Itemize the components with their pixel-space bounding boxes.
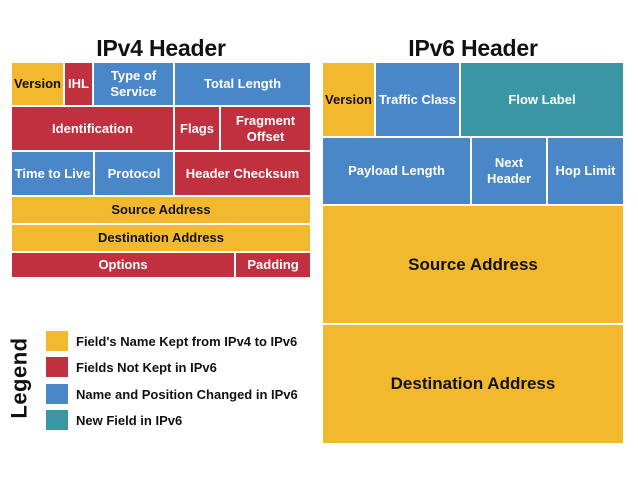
- legend-swatch-red: [46, 357, 68, 377]
- ipv6-payload-length: Payload Length: [322, 137, 471, 205]
- ipv6-traffic-class: Traffic Class: [375, 62, 460, 137]
- legend-title: Legend: [7, 337, 33, 419]
- legend-item-not-kept: Fields Not Kept in IPv6: [46, 357, 217, 377]
- legend-label: Name and Position Changed in IPv6: [76, 386, 298, 402]
- ipv4-header-checksum: Header Checksum: [174, 151, 311, 196]
- legend-item-new: New Field in IPv6: [46, 410, 182, 430]
- ipv4-ihl: IHL: [64, 62, 93, 106]
- ipv4-time-to-live: Time to Live: [11, 151, 94, 196]
- legend-label: New Field in IPv6: [76, 412, 183, 428]
- ipv4-options: Options: [11, 252, 235, 278]
- ipv6-version: Version: [322, 62, 375, 137]
- ipv4-padding: Padding: [235, 252, 311, 278]
- ipv6-hop-limit: Hop Limit: [547, 137, 624, 205]
- ipv4-version: Version: [11, 62, 64, 106]
- ipv6-next-header: Next Header: [471, 137, 547, 205]
- legend-label: Field's Name Kept from IPv4 to IPv6: [76, 333, 298, 349]
- ipv6-title: IPv6 Header: [408, 35, 538, 61]
- ipv6-source-address: Source Address: [322, 205, 624, 324]
- ipv4-total-length: Total Length: [174, 62, 311, 106]
- legend-swatch-blue: [46, 384, 68, 404]
- ipv4-title: IPv4 Header: [96, 35, 226, 61]
- legend-label: Fields Not Kept in IPv6: [76, 359, 217, 375]
- legend-item-changed: Name and Position Changed in IPv6: [46, 384, 298, 404]
- ipv4-identification: Identification: [11, 106, 174, 151]
- ipv4-destination-address: Destination Address: [11, 224, 311, 252]
- legend-item-kept: Field's Name Kept from IPv4 to IPv6: [46, 331, 297, 351]
- legend-swatch-yellow: [46, 331, 68, 351]
- ipv4-protocol: Protocol: [94, 151, 174, 196]
- legend-swatch-teal: [46, 410, 68, 430]
- ipv4-source-address: Source Address: [11, 196, 311, 224]
- ipv6-flow-label: Flow Label: [460, 62, 624, 137]
- ipv4-fragment-offset: Fragment Offset: [220, 106, 311, 151]
- ipv4-flags: Flags: [174, 106, 220, 151]
- ipv6-destination-address: Destination Address: [322, 324, 624, 444]
- ipv4-type-of-service: Type of Service: [93, 62, 174, 106]
